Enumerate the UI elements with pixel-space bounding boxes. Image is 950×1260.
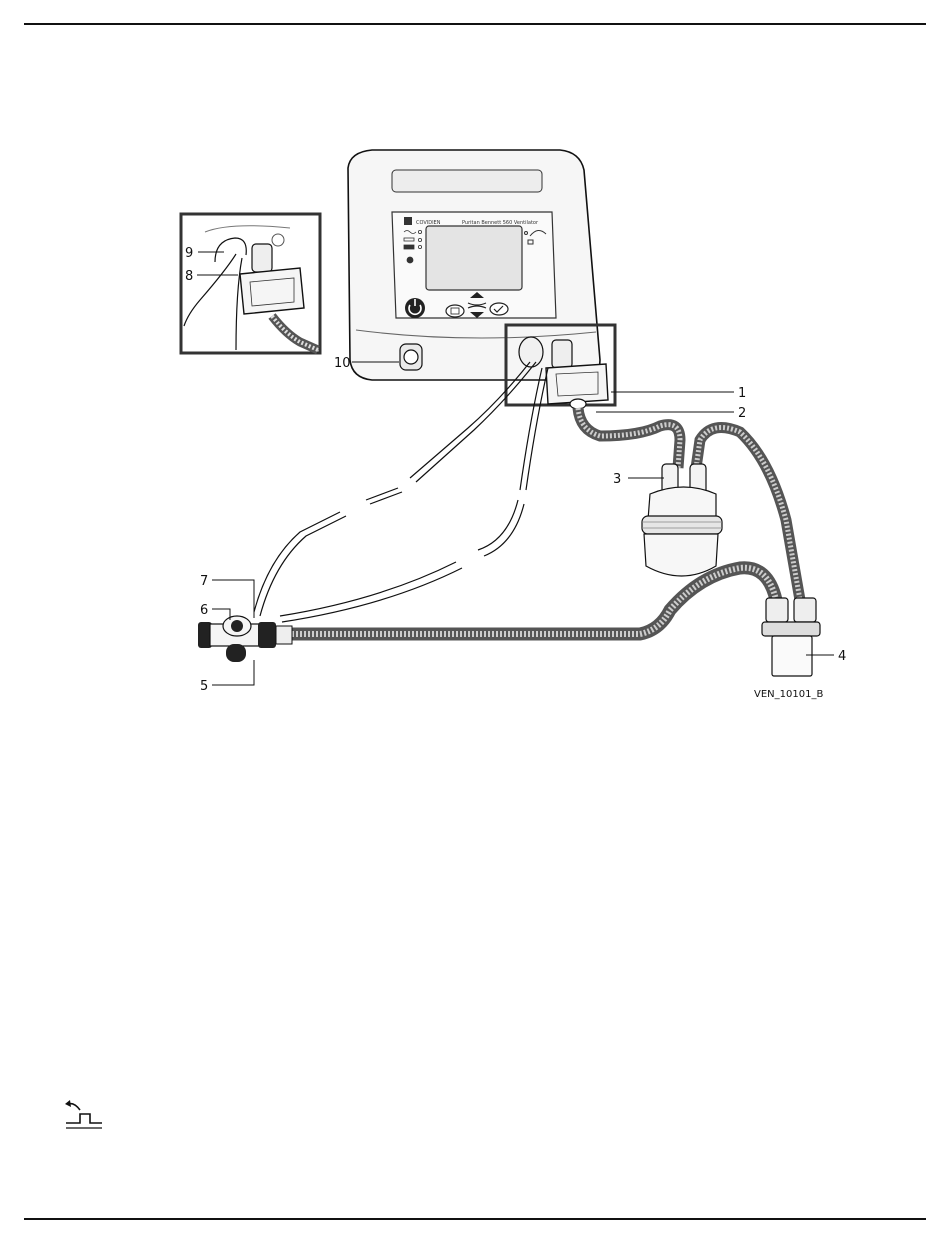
menu-button[interactable] [446,305,464,317]
device-brand: COVIDIEN [416,220,441,226]
enter-button[interactable] [490,303,508,315]
patient-circuit-disconnect-icon [62,1098,106,1130]
callout-9: 9 [185,246,193,261]
sensing-lines [254,362,548,622]
display-screen [426,226,522,290]
callout-3: 3 [613,472,621,487]
device-model: Puritan Bennett 560 Ventilator [462,220,539,226]
callout-1: 1 [738,386,746,401]
control-panel: COVIDIEN Puritan Bennett 560 Ventilator [392,212,556,318]
callout-10: 10 [334,356,351,371]
callout-6: 6 [200,603,208,618]
corrugated-tubing [284,408,800,634]
callout-4: 4 [838,649,846,664]
wye-connector [762,598,820,676]
callout-5: 5 [200,679,208,694]
humidifier-chamber [642,464,722,576]
figure-id: VEN_10101_B [754,689,823,700]
callout-2: 2 [738,406,746,421]
callout-8: 8 [185,269,193,284]
brand-logo-icon [404,217,412,225]
callout-7: 7 [200,574,208,589]
inset-detail [181,214,320,353]
side-port [400,344,422,370]
patient-valve [198,616,292,662]
